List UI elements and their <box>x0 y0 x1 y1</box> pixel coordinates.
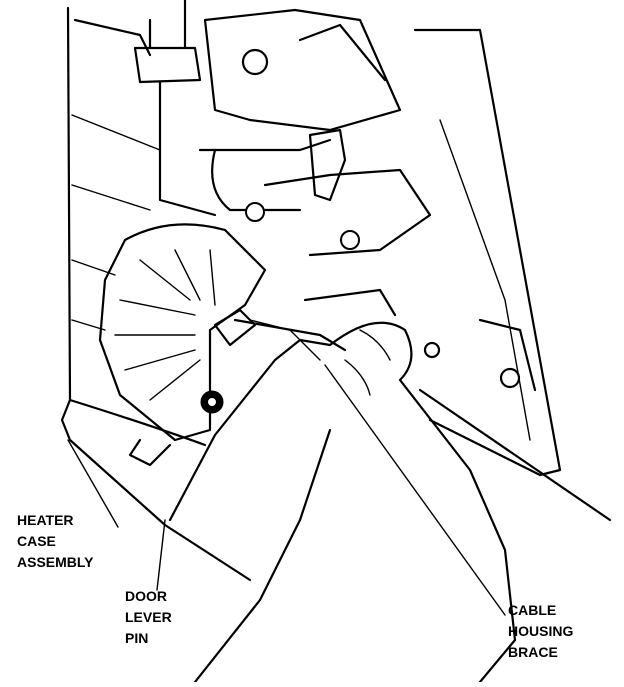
top-clip <box>133 46 202 84</box>
cable-brace-label-line-2: HOUSING <box>508 623 574 639</box>
heater-case-assembly-label: HEATER CASE ASSEMBLY <box>17 510 94 573</box>
door-lever-label-line-2: LEVER <box>125 609 172 625</box>
mounting-plate <box>203 8 402 132</box>
cable-brace-label-line-3: BRACE <box>508 644 558 660</box>
door-lever-label-line-1: DOOR <box>125 588 167 604</box>
door-lever-pin-label: DOOR LEVER PIN <box>125 586 172 649</box>
cable-housing-brace-label: CABLE HOUSING BRACE <box>508 600 573 663</box>
door-lever-gear <box>98 223 267 442</box>
heater-case-label-line-1: HEATER <box>17 512 74 528</box>
heater-case-wall <box>60 6 252 582</box>
heater-case-label-line-2: CASE <box>17 533 56 549</box>
hand <box>168 321 517 684</box>
right-panel <box>413 28 562 477</box>
cable-brace-label-line-1: CABLE <box>508 602 557 618</box>
door-lever-label-line-3: PIN <box>125 630 149 646</box>
heater-case-label-line-3: ASSEMBLY <box>17 554 94 570</box>
